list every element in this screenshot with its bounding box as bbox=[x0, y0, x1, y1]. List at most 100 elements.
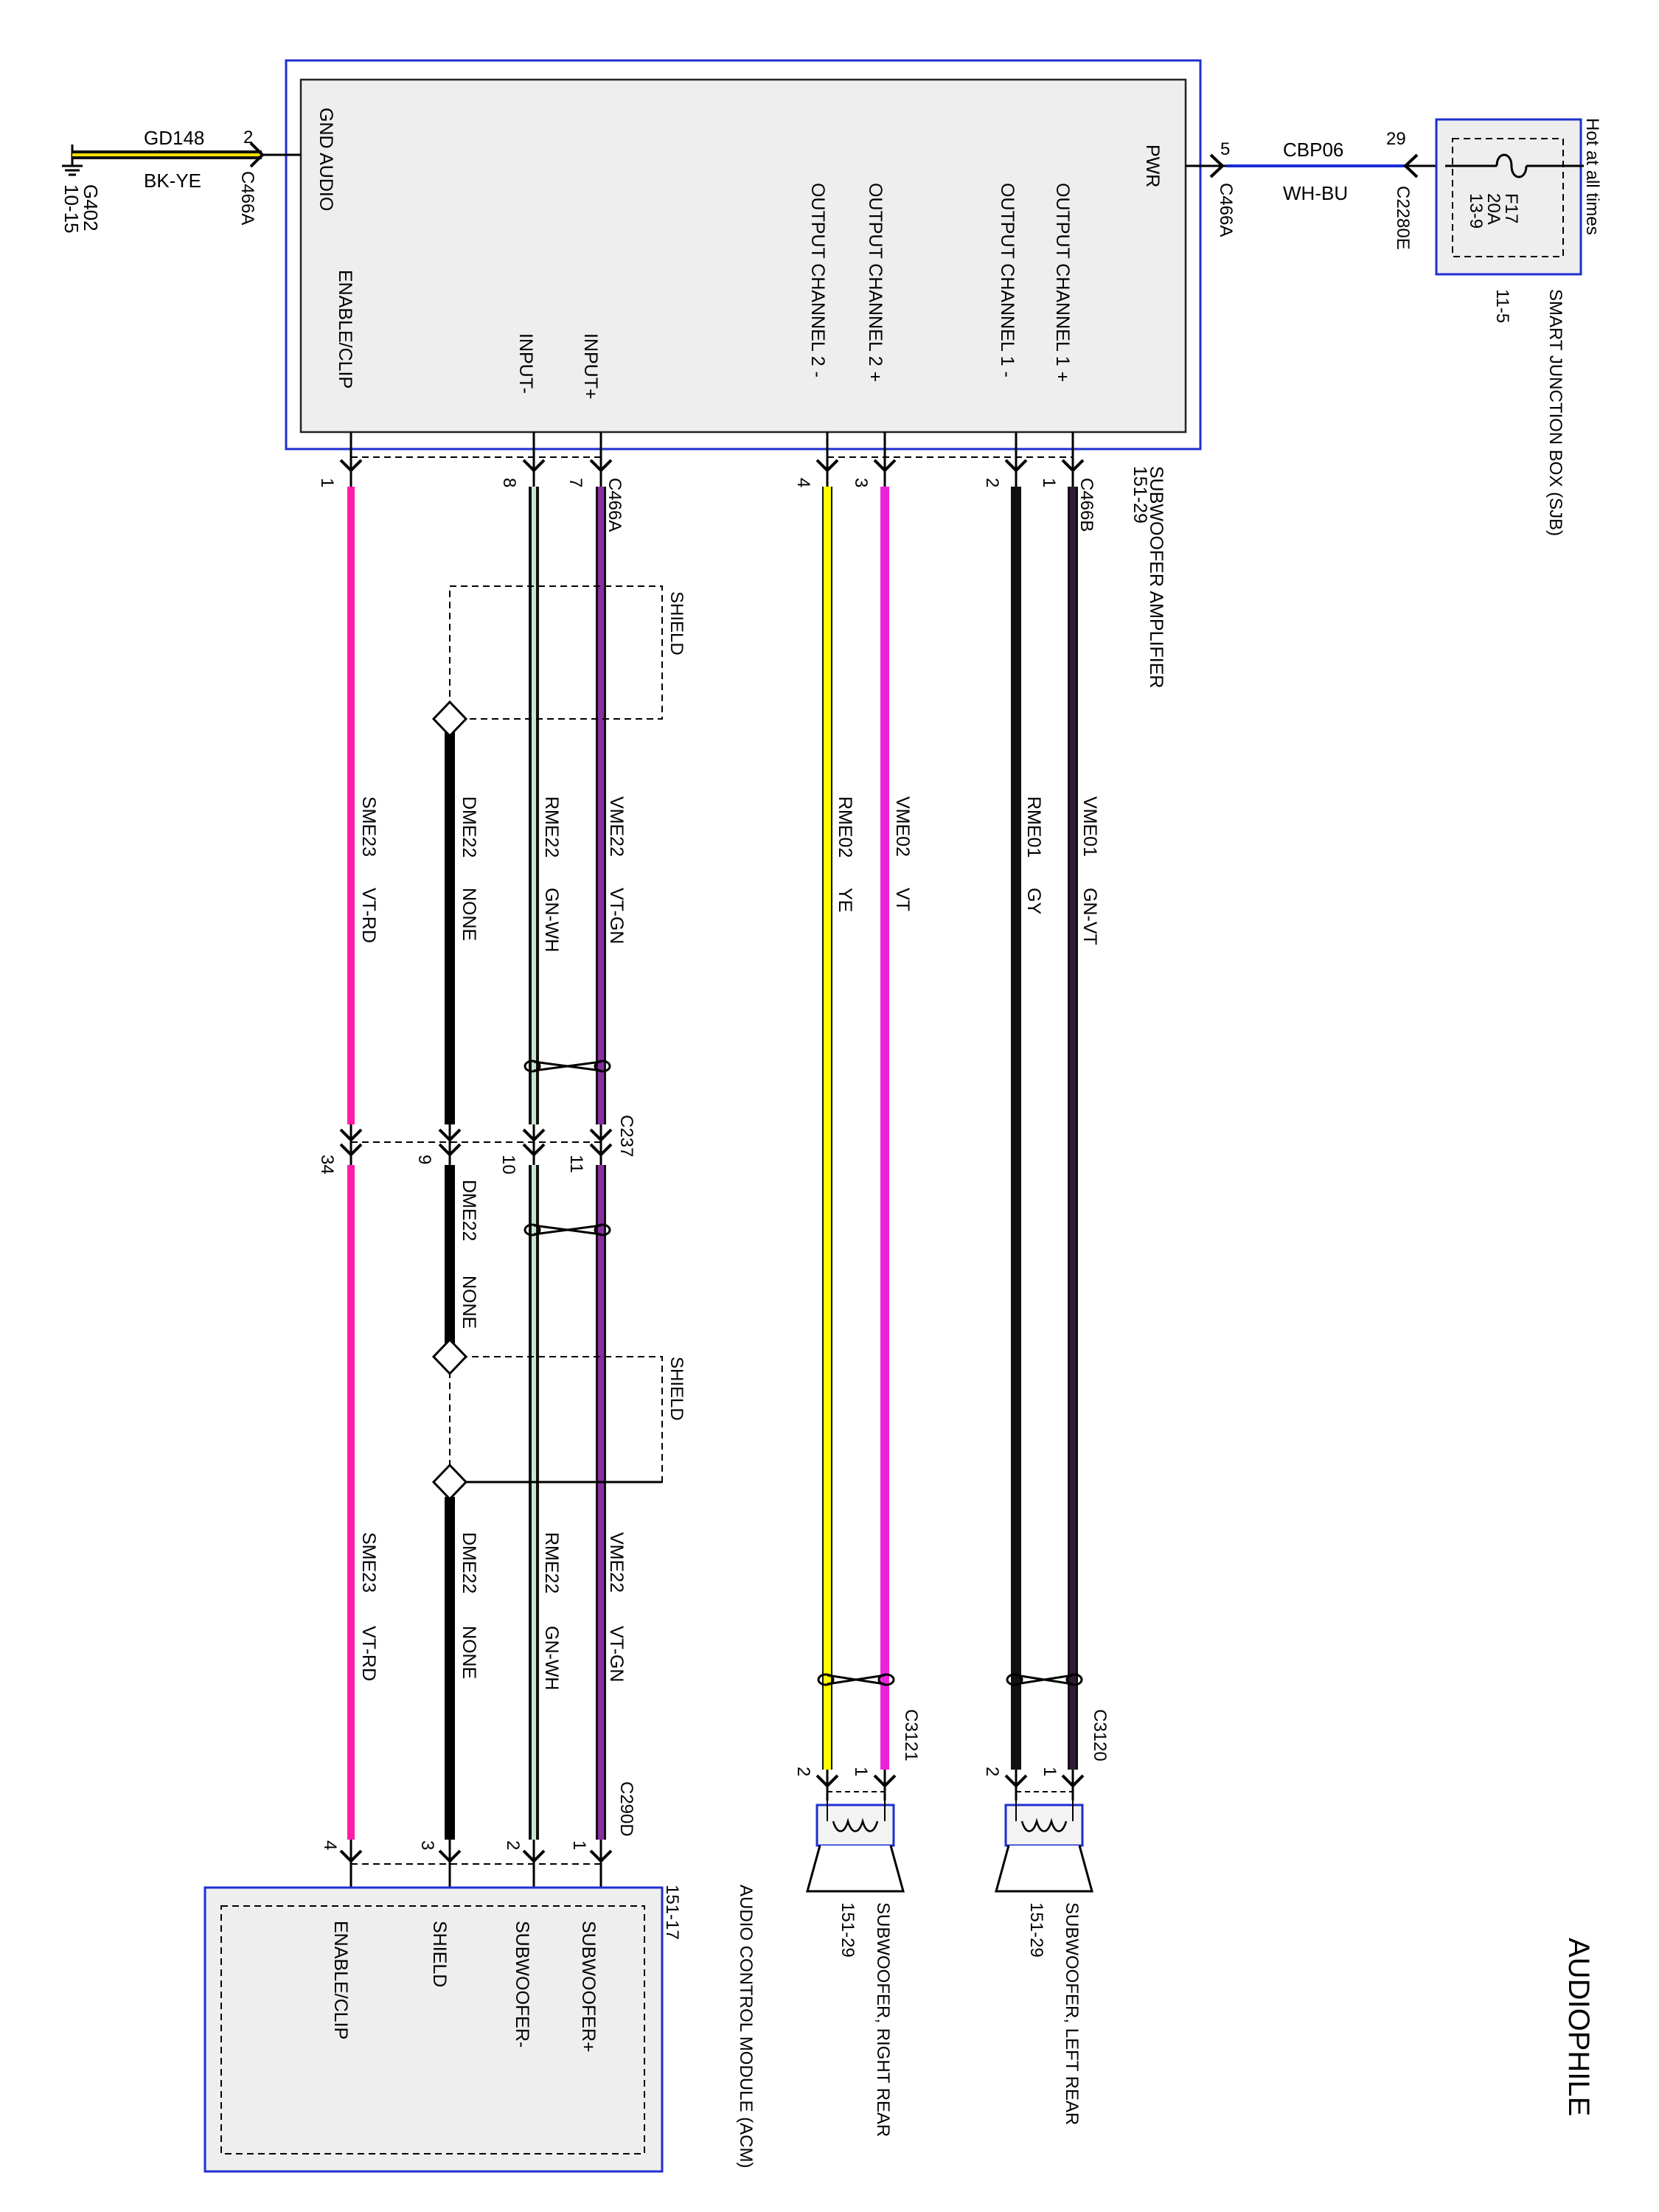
c290d-pin-sme23: 4 bbox=[320, 1840, 340, 1850]
sjb-name: SMART JUNCTION BOX (SJB) bbox=[1545, 289, 1565, 536]
lower-shield: SHIELD bbox=[431, 1338, 686, 1501]
vme22-circuit-lower: VME22 bbox=[606, 1532, 627, 1593]
upper-shield: SHIELD bbox=[431, 585, 686, 738]
amp-c466a-pin-input-pos: 7 bbox=[566, 478, 585, 487]
amp-ref: 151-29 bbox=[1130, 466, 1150, 524]
speaker-cone-icon bbox=[806, 1845, 905, 1893]
acm-ref: 151-17 bbox=[662, 1885, 682, 1940]
dme22-circuit-middle: DME22 bbox=[459, 1180, 479, 1241]
sjb-ref: 11-5 bbox=[1492, 289, 1512, 323]
ground-connector: C466A bbox=[237, 171, 257, 225]
c237-pin-vme22: 11 bbox=[566, 1155, 586, 1173]
dme22-circuit-lower: DME22 bbox=[459, 1532, 479, 1593]
sme23-circuit-upper: SME23 bbox=[358, 796, 379, 857]
fuse-id: F17 bbox=[1501, 193, 1521, 223]
c290d-pin-dme22: 3 bbox=[417, 1840, 437, 1850]
audio-control-module: SUBWOOFER+ SUBWOOFER- SHIELD ENABLE/CLIP… bbox=[204, 1885, 756, 2173]
c237-connector: C237 34 9 10 11 bbox=[317, 1115, 636, 1175]
power-amp-pin: 5 bbox=[1220, 139, 1230, 159]
acm-pin-shield: SHIELD bbox=[429, 1921, 450, 1987]
vme01-circuit: VME01 bbox=[1079, 796, 1100, 857]
amp-pin-enable-clip: ENABLE/CLIP bbox=[335, 270, 355, 389]
subwoofer-left-rear: SUBWOOFER, LEFT REAR 151-29 bbox=[995, 1799, 1093, 2125]
c3120-pin-vme01: 1 bbox=[1040, 1767, 1060, 1776]
left-rear-sub-ref: 151-29 bbox=[1026, 1902, 1046, 1958]
upper-wire-labels: VME22 VT-GN RME22 GN-WH DME22 NONE SME23… bbox=[358, 796, 627, 952]
rme02-color: YE bbox=[835, 888, 855, 912]
c290d-pin-vme22: 1 bbox=[569, 1840, 589, 1850]
vme02-circuit: VME02 bbox=[892, 796, 913, 857]
smart-junction-box: F17 20A 13-9 Hot at all times SMART JUNC… bbox=[1435, 118, 1602, 536]
amp-pin-gnd-audio: GND AUDIO bbox=[316, 108, 336, 211]
hot-at-all-times-label: Hot at all times bbox=[1582, 118, 1602, 235]
ground-ref: 10-15 bbox=[60, 184, 83, 234]
power-amp-connector: C466A bbox=[1216, 183, 1236, 237]
power-wire-color: WH-BU bbox=[1283, 182, 1348, 204]
amp-pin-pwr: PWR bbox=[1142, 145, 1163, 187]
right-rear-sub-name: SUBWOOFER, RIGHT REAR bbox=[873, 1902, 893, 2137]
subwoofer-right-rear: SUBWOOFER, RIGHT REAR 151-29 bbox=[806, 1799, 905, 2137]
middle-wire-labels: DME22 NONE bbox=[459, 1180, 479, 1329]
sme23-color-upper: VT-RD bbox=[358, 888, 379, 943]
c3120-label: C3120 bbox=[1090, 1709, 1110, 1761]
ground-circuit: GD148 BK-YE 2 C466A G402 10-15 bbox=[60, 127, 301, 234]
sme23-color-lower: VT-RD bbox=[358, 1626, 379, 1681]
vme22-color-lower: VT-GN bbox=[606, 1626, 627, 1682]
power-sjb-pin: 29 bbox=[1386, 129, 1406, 149]
rme02-circuit: RME02 bbox=[835, 796, 855, 858]
ground-pin: 2 bbox=[243, 128, 253, 147]
c237-pin-dme22: 9 bbox=[414, 1155, 434, 1164]
power-circuit: CBP06 WH-BU 5 C466A 29 C2280E bbox=[1186, 129, 1584, 250]
fuse-ref: 13-9 bbox=[1466, 193, 1486, 229]
amp-pin-input-pos: INPUT+ bbox=[580, 333, 601, 400]
dme22-color-middle: NONE bbox=[459, 1276, 479, 1329]
amp-c466b-pin-rme01: 2 bbox=[982, 478, 1002, 487]
c237-pin-rme22: 10 bbox=[498, 1155, 518, 1175]
amp-c466b-pin-vme02: 3 bbox=[851, 478, 871, 487]
c3121-pin-vme02: 1 bbox=[851, 1767, 871, 1776]
amp-c466b-pin-vme01: 1 bbox=[1039, 478, 1059, 487]
fuse-rating: 20A bbox=[1484, 193, 1503, 225]
lower-wire-labels: VME22 VT-GN RME22 GN-WH DME22 NONE SME23… bbox=[358, 1532, 627, 1690]
amp-bottom-connector: 1 8 7 C466A 4 3 2 1 C466B bbox=[317, 432, 1096, 532]
amp-name: SUBWOOFER AMPLIFIER bbox=[1146, 466, 1166, 688]
shield-drain-diamond-middle bbox=[431, 1338, 468, 1376]
speaker-connectors: C3121 1 2 C3120 1 2 bbox=[793, 1709, 1110, 1801]
amp-pin-out1-neg: OUTPUT CHANNEL 1 - bbox=[997, 183, 1018, 378]
speaker-coil-icon bbox=[832, 1818, 879, 1832]
c237-label: C237 bbox=[616, 1115, 636, 1157]
left-rear-sub-name: SUBWOOFER, LEFT REAR bbox=[1062, 1902, 1082, 2125]
dme22-color-lower: NONE bbox=[459, 1626, 479, 1679]
acm-pin-enable-clip: ENABLE/CLIP bbox=[330, 1921, 351, 2039]
ground-circuit-id: GD148 bbox=[144, 127, 204, 149]
rme22-circuit-upper: RME22 bbox=[541, 796, 562, 858]
diagram-title: AUDIOPHILE bbox=[1562, 1938, 1595, 2116]
acm-name: AUDIO CONTROL MODULE (ACM) bbox=[736, 1885, 756, 2168]
amp-pin-out1-pos: OUTPUT CHANNEL 1 + bbox=[1052, 183, 1073, 382]
right-rear-sub-ref: 151-29 bbox=[838, 1902, 858, 1958]
ground-id: G402 bbox=[80, 184, 102, 232]
amp-pin-out2-neg: OUTPUT CHANNEL 2 - bbox=[807, 183, 828, 378]
amp-c466a-pin-enable: 1 bbox=[317, 478, 337, 487]
amp-c466b-pin-rme02: 4 bbox=[793, 478, 813, 487]
speaker-cone-icon bbox=[995, 1845, 1093, 1893]
rme22-circuit-lower: RME22 bbox=[541, 1532, 562, 1593]
subwoofer-amplifier: GND AUDIO ENABLE/CLIP INPUT- INPUT+ OUTP… bbox=[285, 59, 1202, 688]
c3121-label: C3121 bbox=[901, 1709, 921, 1761]
ground-wire-color: BK-YE bbox=[144, 170, 201, 192]
amp-name-line: SUBWOOFER AMPLIFIER bbox=[1146, 466, 1166, 688]
dme22-circuit-upper: DME22 bbox=[459, 796, 479, 858]
c3120-pin-rme01: 2 bbox=[982, 1767, 1002, 1776]
acm-pin-sub-neg: SUBWOOFER- bbox=[512, 1921, 532, 2048]
shield-label-upper: SHIELD bbox=[667, 591, 686, 655]
vme01-color: GN-VT bbox=[1079, 888, 1100, 945]
vme02-color: VT bbox=[892, 888, 913, 911]
rme22-color-upper: GN-WH bbox=[541, 888, 562, 952]
amp-pin-out2-pos: OUTPUT CHANNEL 2 + bbox=[865, 183, 886, 382]
twisted-pair-markers bbox=[524, 1060, 611, 1237]
power-sjb-connector: C2280E bbox=[1393, 186, 1413, 250]
sme23-circuit-lower: SME23 bbox=[358, 1532, 379, 1593]
power-circuit-id: CBP06 bbox=[1283, 139, 1343, 161]
amp-pin-input-neg: INPUT- bbox=[515, 333, 536, 394]
